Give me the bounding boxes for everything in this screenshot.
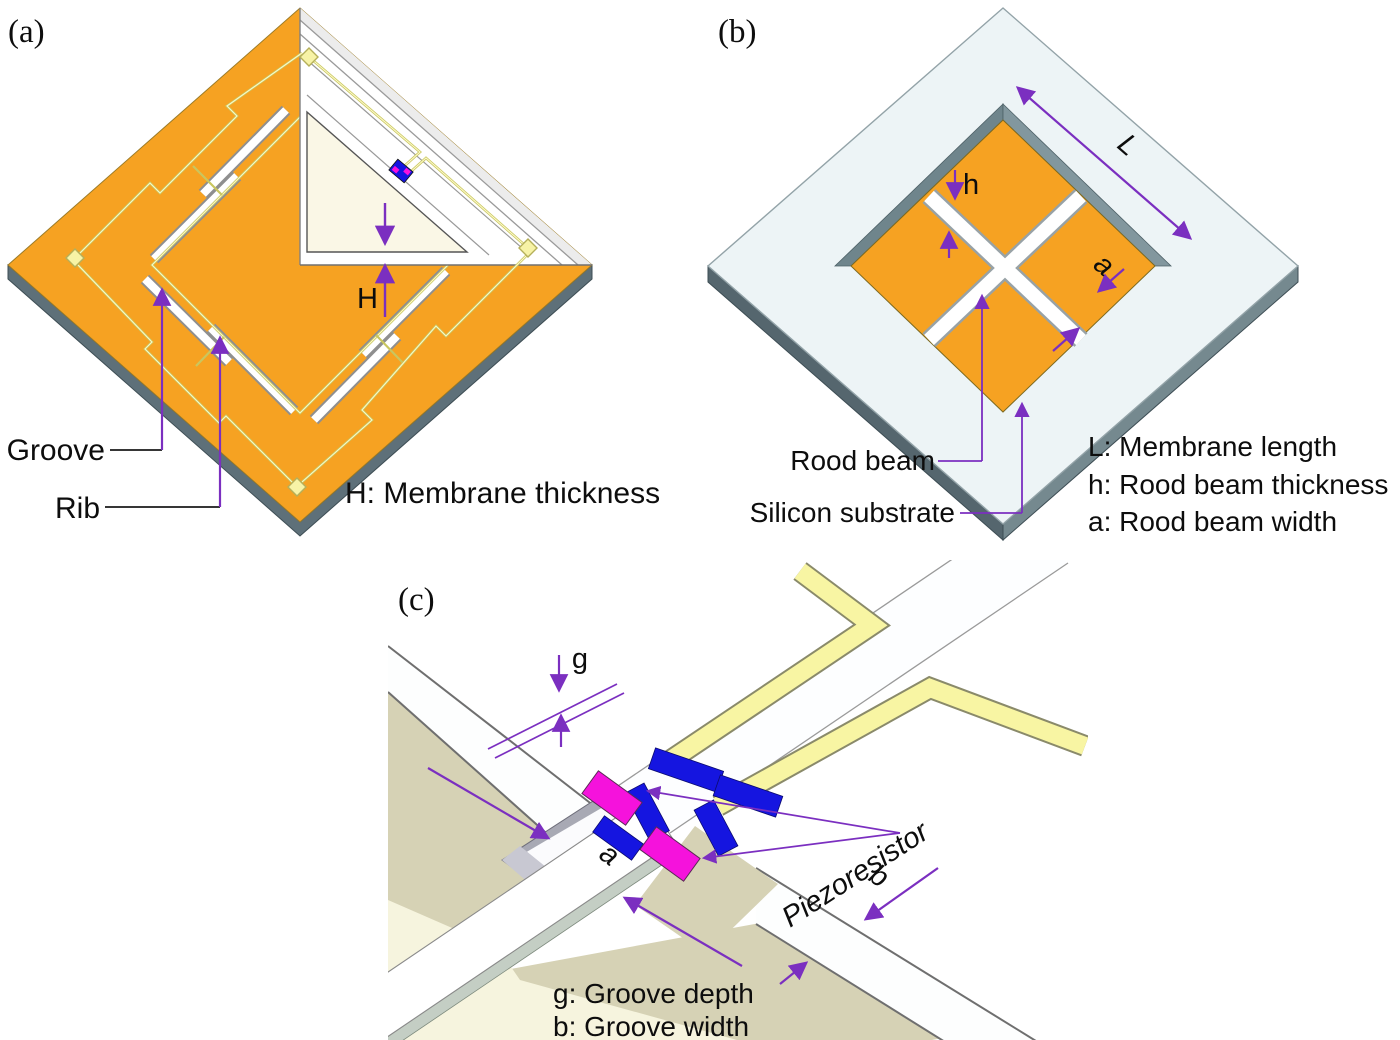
- panel-b-rood-beam-membrane: h a L Rood beam Silicon substrate L: Mem…: [706, 7, 1388, 542]
- metal-traces: [661, 562, 1088, 816]
- dim-g-label: g: [572, 643, 588, 675]
- cutaway-edge-lines: [299, 19, 579, 266]
- piezoresistor-label: Piezoresistor: [776, 815, 935, 934]
- panel-c-groove-closeup: g a b Piezoresistor g: Groove depth b: G…: [388, 560, 1088, 1040]
- groove-strip-right-edges: [755, 867, 1037, 1040]
- silicon-substrate-label: Silicon substrate: [750, 497, 955, 528]
- panel-c-legend-g: g: Groove depth: [553, 978, 754, 1009]
- membrane-underside: [306, 110, 469, 253]
- rib-label: Rib: [55, 492, 100, 525]
- panel-a-membrane-with-grooves: H Groove Rib H: Membrane thickness (a): [7, 7, 660, 537]
- beam-width-dimension: [427, 767, 743, 967]
- piezoresistor-cluster: [581, 747, 784, 882]
- panel-c-letter: (c): [398, 582, 435, 618]
- dim-H-label: H: [357, 283, 378, 315]
- rood-beam-label: Rood beam: [790, 445, 935, 476]
- panel-a-legend: H: Membrane thickness: [345, 477, 660, 510]
- beam-thickness-arrows: [939, 170, 965, 258]
- membrane-length-arrow: [1015, 86, 1193, 240]
- membrane-surface-corner: [388, 900, 737, 1040]
- panel-c-legend-b: b: Groove width: [553, 1011, 749, 1040]
- panel-b-legend-L: L: Membrane length: [1088, 431, 1337, 462]
- panel-b-legend-a: a: Rood beam width: [1088, 506, 1337, 537]
- piezoresistor-on-rib: [388, 158, 414, 184]
- groove-depth-dimension: [487, 655, 625, 759]
- panel-b-legend-h: h: Rood beam thickness: [1088, 469, 1388, 500]
- groove-width-dimension: [779, 867, 939, 985]
- frame-surface-upper: [388, 692, 630, 972]
- groove-label: Groove: [7, 434, 105, 467]
- panel-b-letter: (b): [718, 14, 756, 50]
- panel-a-letter: (a): [8, 14, 45, 50]
- piezoresistor-pointers: [645, 785, 901, 864]
- piezoresistor-link: [592, 815, 644, 861]
- chip-rim-strip: [300, 8, 592, 265]
- rood-beam-pointer: [938, 293, 990, 462]
- beam-strip-flat: [612, 560, 1068, 833]
- piezoresistor-1: [581, 770, 643, 826]
- outer-groove-traces: [74, 51, 531, 488]
- beam-width-arrows: [1052, 268, 1125, 352]
- piezoresistor-2: [639, 826, 701, 882]
- corner-pads: [65, 47, 538, 497]
- dim-h-label: h: [963, 169, 979, 201]
- substrate-pointer: [960, 401, 1030, 514]
